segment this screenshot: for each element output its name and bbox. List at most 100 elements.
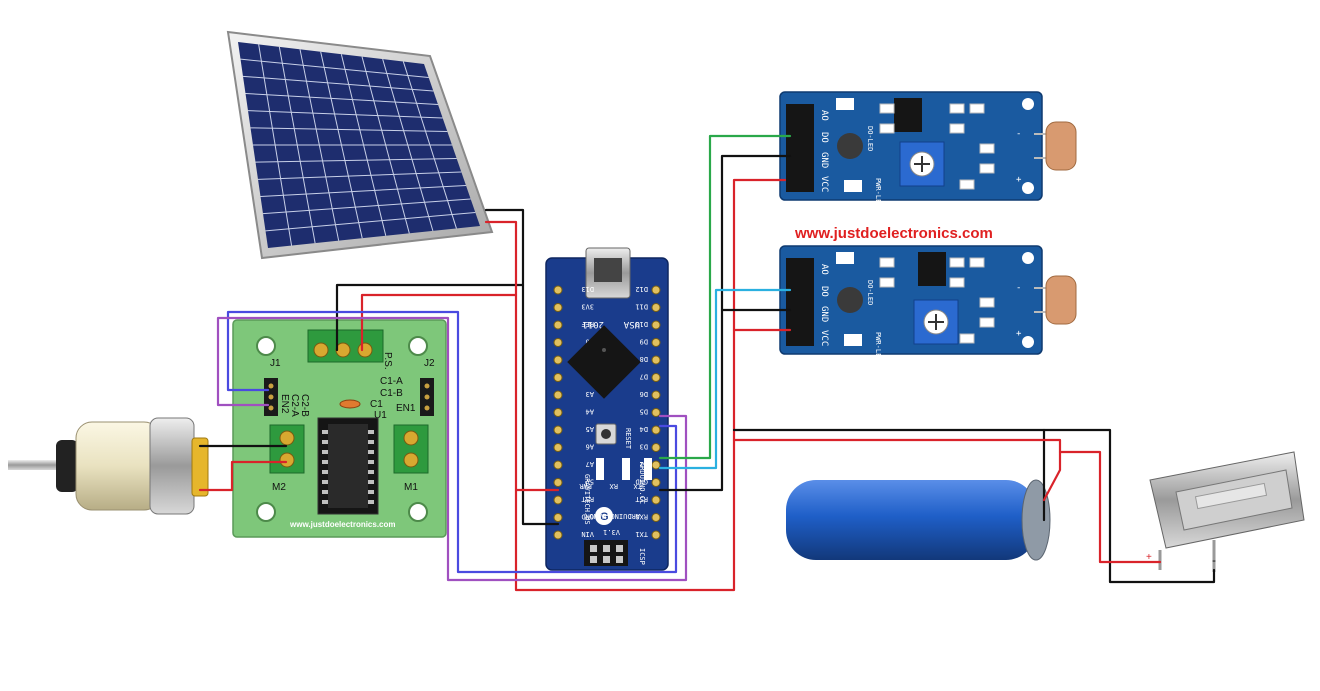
icsp-pin <box>616 545 623 552</box>
nano-pin <box>651 495 661 505</box>
nano-pin-label: TX1 <box>635 530 648 538</box>
wire-usb-pos <box>1058 450 1162 564</box>
nano-pin <box>651 303 661 312</box>
nano-pin <box>553 390 563 400</box>
sensor-pin-labels: AO <box>819 264 829 275</box>
plus-label: + <box>1016 329 1022 339</box>
nano-usa-label: USA <box>623 319 640 329</box>
atmega-chip <box>567 325 641 399</box>
nano-pin <box>651 460 661 470</box>
nano-pin-label: 5V <box>585 478 594 486</box>
solar-cell-grid <box>240 44 476 246</box>
mount-hole <box>837 133 863 159</box>
minus-label: - <box>1016 129 1021 139</box>
sensor-pin-labels: DO <box>819 132 829 143</box>
sensor-pin-labels: DO <box>819 286 829 297</box>
chip-pin <box>368 430 374 434</box>
chip-pin <box>368 450 374 454</box>
wire-driver-vcc <box>360 293 518 352</box>
sensor-pin-labels: VCC <box>819 176 829 192</box>
minus-label: - <box>1016 283 1021 293</box>
nano-pin <box>651 355 661 365</box>
wire-sensor1-do <box>658 134 792 460</box>
chip-pin <box>322 480 328 484</box>
nano-pin-label: GND <box>635 478 648 486</box>
solar-cell-line <box>265 212 476 232</box>
c2b-label: C2-B <box>299 394 310 417</box>
lithium-battery-18650 <box>786 479 1051 561</box>
nano-pin-label: D6 <box>640 390 648 398</box>
smd-component <box>949 123 965 134</box>
nano-pin-label: D5 <box>640 408 648 416</box>
wire-nano-gnd <box>521 283 560 526</box>
nano-pin <box>651 338 661 347</box>
pwr-led <box>844 180 862 192</box>
nano-pin <box>553 443 563 452</box>
dc-gear-motor <box>8 417 209 515</box>
sensor-pin-header <box>786 258 814 346</box>
nano-pin-label: VIN <box>581 530 594 538</box>
icsp-pin <box>616 556 623 563</box>
pwr-led <box>844 334 862 346</box>
nano-pin-label: GND <box>581 513 594 521</box>
smd-component <box>949 257 965 268</box>
pwr-led <box>596 458 604 480</box>
m1-screw-terminal <box>393 424 429 474</box>
mount-hole <box>256 336 276 356</box>
plus-label: + <box>1016 175 1022 185</box>
capacitor <box>339 399 361 409</box>
en2-label: EN2 <box>279 394 290 414</box>
rx-label: RX <box>609 482 618 490</box>
c1b-label: C1-B <box>380 388 403 399</box>
nano-pin-label: D10 <box>635 320 648 328</box>
nano-pin <box>651 390 661 400</box>
nano-pin-label: A5 <box>586 425 594 433</box>
ps-label: P.S. <box>382 352 393 370</box>
comparator-chip <box>894 98 922 132</box>
solar-cell-line <box>262 198 471 215</box>
chip-pins <box>322 430 374 504</box>
nano-pin <box>651 285 661 295</box>
chip-pin <box>322 460 328 464</box>
nano-pin-label: D7 <box>640 373 648 381</box>
nano-pin-label: REF <box>581 320 594 328</box>
smd-component <box>979 317 995 328</box>
nano-pin <box>651 443 661 452</box>
wire-usb-neg <box>1042 428 1216 584</box>
solar-cell-line <box>255 158 457 163</box>
wire-motor-b <box>198 460 288 492</box>
do-led-label: DO-LED <box>866 280 874 305</box>
do-led-label: DO-LED <box>866 126 874 151</box>
smd-component <box>959 333 975 344</box>
solar-cell-line <box>240 58 429 78</box>
nano-pin <box>651 408 661 417</box>
j1-label: J1 <box>270 358 281 369</box>
mount-hole <box>408 502 428 522</box>
smd-component <box>879 277 895 288</box>
j2-label: J2 <box>424 358 435 369</box>
nano-year-label: 2011 <box>582 319 604 329</box>
c2a-label: C2-A <box>289 394 300 417</box>
mount-hole <box>837 287 863 313</box>
nano-pin <box>553 460 563 470</box>
smd-component <box>969 103 985 114</box>
mount-hole <box>408 336 428 356</box>
nano-pin-label: D11 <box>635 303 648 311</box>
model-label: ARDUINO NANO <box>589 512 640 520</box>
solar-cell-line <box>242 75 434 92</box>
chip-pin <box>368 500 374 504</box>
ldr-sensor-module-bottom: AO DO GND VCC DO-LED PWR-LED - + <box>779 245 1043 362</box>
nano-pin <box>553 355 563 365</box>
m1-label: M1 <box>404 482 418 493</box>
nano-pin-label: D8 <box>640 355 648 363</box>
gravitech-logo <box>595 507 613 525</box>
sensor-pin-labels: VCC <box>819 330 829 346</box>
nano-pin <box>553 373 563 382</box>
chip-pin <box>322 470 328 474</box>
chip-pin <box>368 440 374 444</box>
motor-hub <box>56 440 78 492</box>
battery-terminal <box>1021 479 1051 561</box>
en1-label: EN1 <box>396 403 416 414</box>
